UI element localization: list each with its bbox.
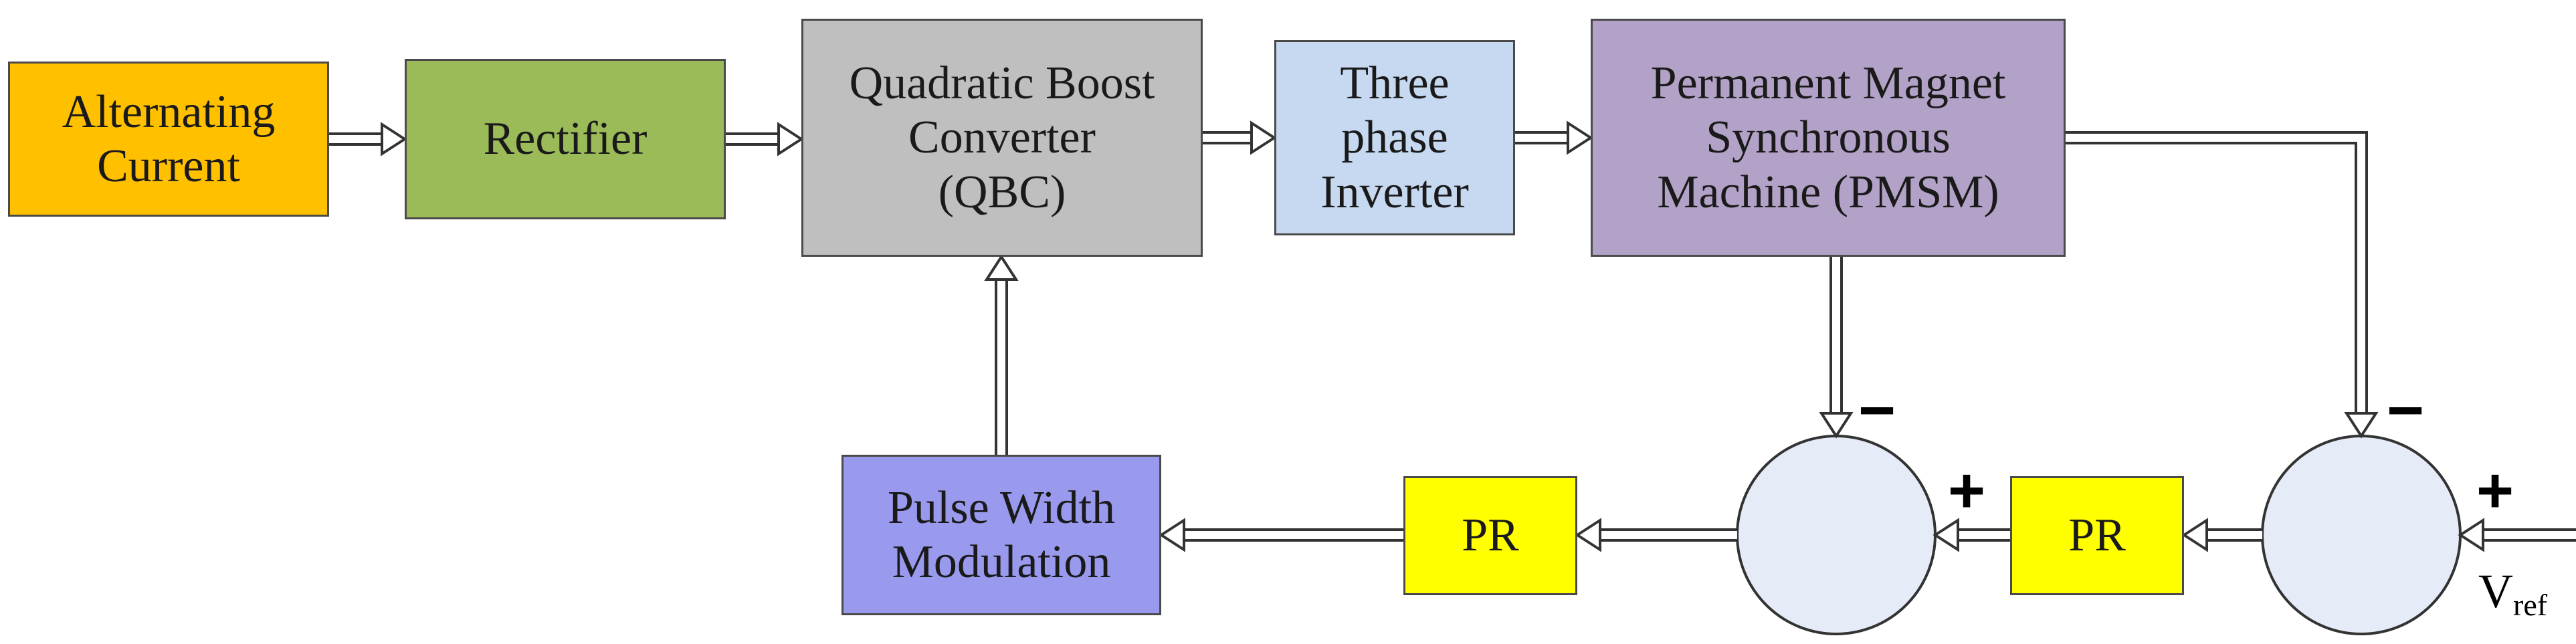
arrow-summer-to-pr-outer (2181, 518, 2262, 552)
arrow-vref-to-summer (2458, 518, 2576, 552)
arrow-pwm-to-qbc (984, 254, 1019, 455)
quadratic-boost-converter-block: Quadratic Boost Converter (QBC) (801, 19, 1203, 257)
arrow-pmsm-current-feedback (1819, 257, 1854, 439)
pr-controller-outer: PR (2010, 476, 2184, 595)
three-phase-inverter-block: Three phase Inverter (1274, 40, 1515, 235)
summer1-plus-sign: + (1948, 455, 1986, 526)
arrow-pr-inner-to-pwm (1159, 518, 1403, 552)
arrow-pmsm-speed-feedback (2066, 131, 2379, 439)
arrow-rectifier-to-qbc (726, 122, 804, 156)
alternating-current-block: Alternating Current (8, 62, 329, 217)
summing-junction-inner (1736, 435, 1937, 635)
vref-label: Vref (2478, 564, 2548, 622)
pmsm-block: Permanent Magnet Synchronous Machine (PM… (1591, 19, 2066, 257)
arrow-pr-outer-to-summer (1933, 518, 2010, 552)
arrow-inverter-to-pmsm (1515, 120, 1593, 155)
summer2-plus-sign: + (2476, 455, 2514, 526)
arrow-ac-to-rectifier (329, 122, 407, 156)
pulse-width-modulation-block: Pulse Width Modulation (841, 455, 1161, 615)
summer2-minus-sign: − (2387, 374, 2425, 446)
arrow-summer-to-pr-inner (1575, 518, 1737, 552)
rectifier-block: Rectifier (405, 59, 726, 219)
pr-controller-inner: PR (1403, 476, 1577, 595)
arrow-qbc-to-inverter (1203, 120, 1277, 155)
summing-junction-outer (2261, 435, 2462, 635)
summer1-minus-sign: − (1858, 374, 1896, 446)
